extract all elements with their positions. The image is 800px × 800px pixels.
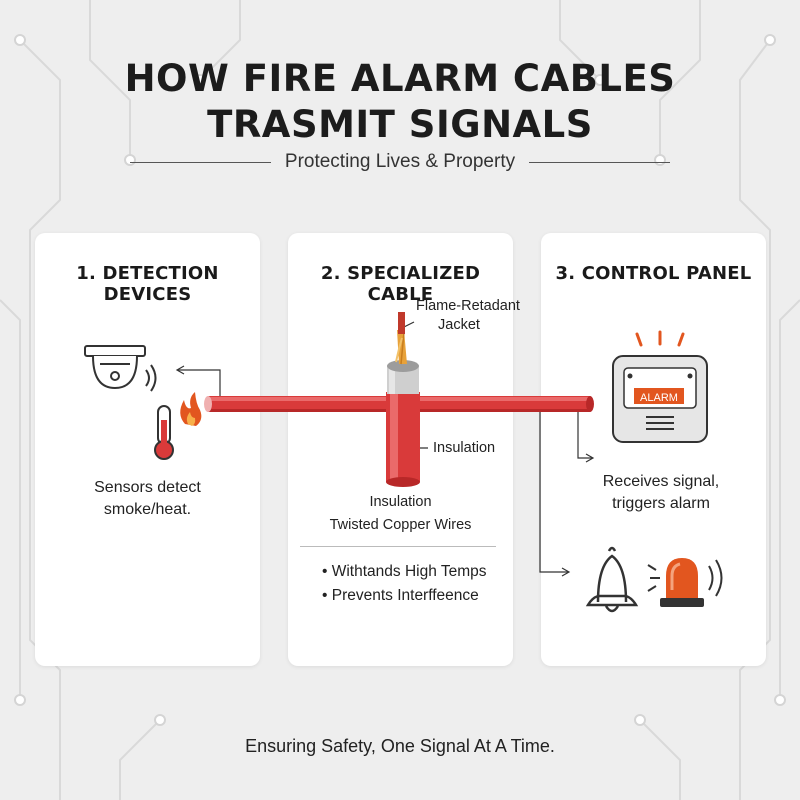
panel-caption-line-2: triggers alarm [612,495,710,512]
title-line-2: TRASMIT SIGNALS [207,103,593,146]
subtitle-rule-left [130,161,271,163]
cable-card-divider [300,546,496,547]
footer-tagline: Ensuring Safety, One Signal At A Time. [245,736,555,756]
subtitle: Protecting Lives & Property [284,151,516,172]
label-insulation-side: Insulation [433,440,496,456]
subtitle-rule-right [529,161,670,163]
page-title: HOW FIRE ALARM CABLES TRASMIT SIGNALS [0,56,800,148]
detection-caption-line-2: smoke/heat. [103,501,192,518]
label-jacket-line-1: Flame-Retadant [416,298,520,314]
detection-caption-line-1: Sensors detect [94,479,201,496]
label-flame-retardant-jacket: Flame-Retadant Jacket [416,298,520,333]
label-jacket-line-2: Jacket [438,317,480,333]
panel-caption: Receives signal, triggers alarm [581,471,741,515]
label-twisted-copper-wires: Twisted Copper Wires [329,517,472,533]
card-detection-devices: 1. DETECTION DEVICES [35,233,260,666]
card-title-detection: 1. DETECTION DEVICES [76,263,219,305]
label-insulation-bottom: Insulation [369,494,432,510]
cable-feature-item: Withtands High Temps [300,560,496,584]
detection-caption: Sensors detect smoke/heat. [35,477,260,521]
panel-caption-line-1: Receives signal, [602,473,720,490]
cable-feature-item: Prevents Interffeence [300,584,496,608]
cable-feature-list: Withtands High Temps Prevents Interffeen… [300,560,496,608]
title-line-1: HOW FIRE ALARM CABLES [124,57,676,100]
card-title-panel: 3. CONTROL PANEL [555,263,752,284]
subtitle-row: Protecting Lives & Property [130,148,670,176]
card-control-panel: 3. CONTROL PANEL [541,233,766,666]
card-title-cable: 2. SPECIALIZED CABLE [320,263,481,305]
